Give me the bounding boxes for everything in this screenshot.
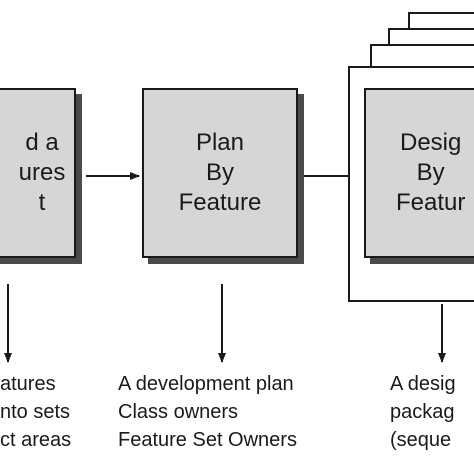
output-text-plan-by-feature: A development plan Class owners Feature … [118, 370, 297, 454]
output-line: nto sets [0, 401, 71, 423]
output-line: packag [390, 401, 455, 423]
process-box-build-features-list: d a ures t [0, 88, 76, 258]
output-line: atures [0, 373, 56, 395]
process-label-build-features-list: d a ures t [18, 129, 66, 216]
output-text-design-by-feature: A desig packag (seque [390, 370, 456, 454]
output-line: (seque [390, 429, 452, 451]
output-line: A desig [390, 373, 456, 395]
process-label-design-by-feature: Desig By Featur [396, 129, 466, 216]
process-box-design-by-feature: Desig By Featur [364, 88, 474, 258]
output-line: ct areas [0, 429, 72, 451]
output-text-features-list: atures nto sets ct areas [0, 370, 71, 454]
output-line: Class owners [118, 401, 239, 423]
output-line: A development plan [118, 373, 294, 395]
process-box-plan-by-feature: Plan By Feature [142, 88, 298, 258]
output-line: Feature Set Owners [118, 429, 297, 451]
process-label-plan-by-feature: Plan By Feature [178, 129, 262, 216]
